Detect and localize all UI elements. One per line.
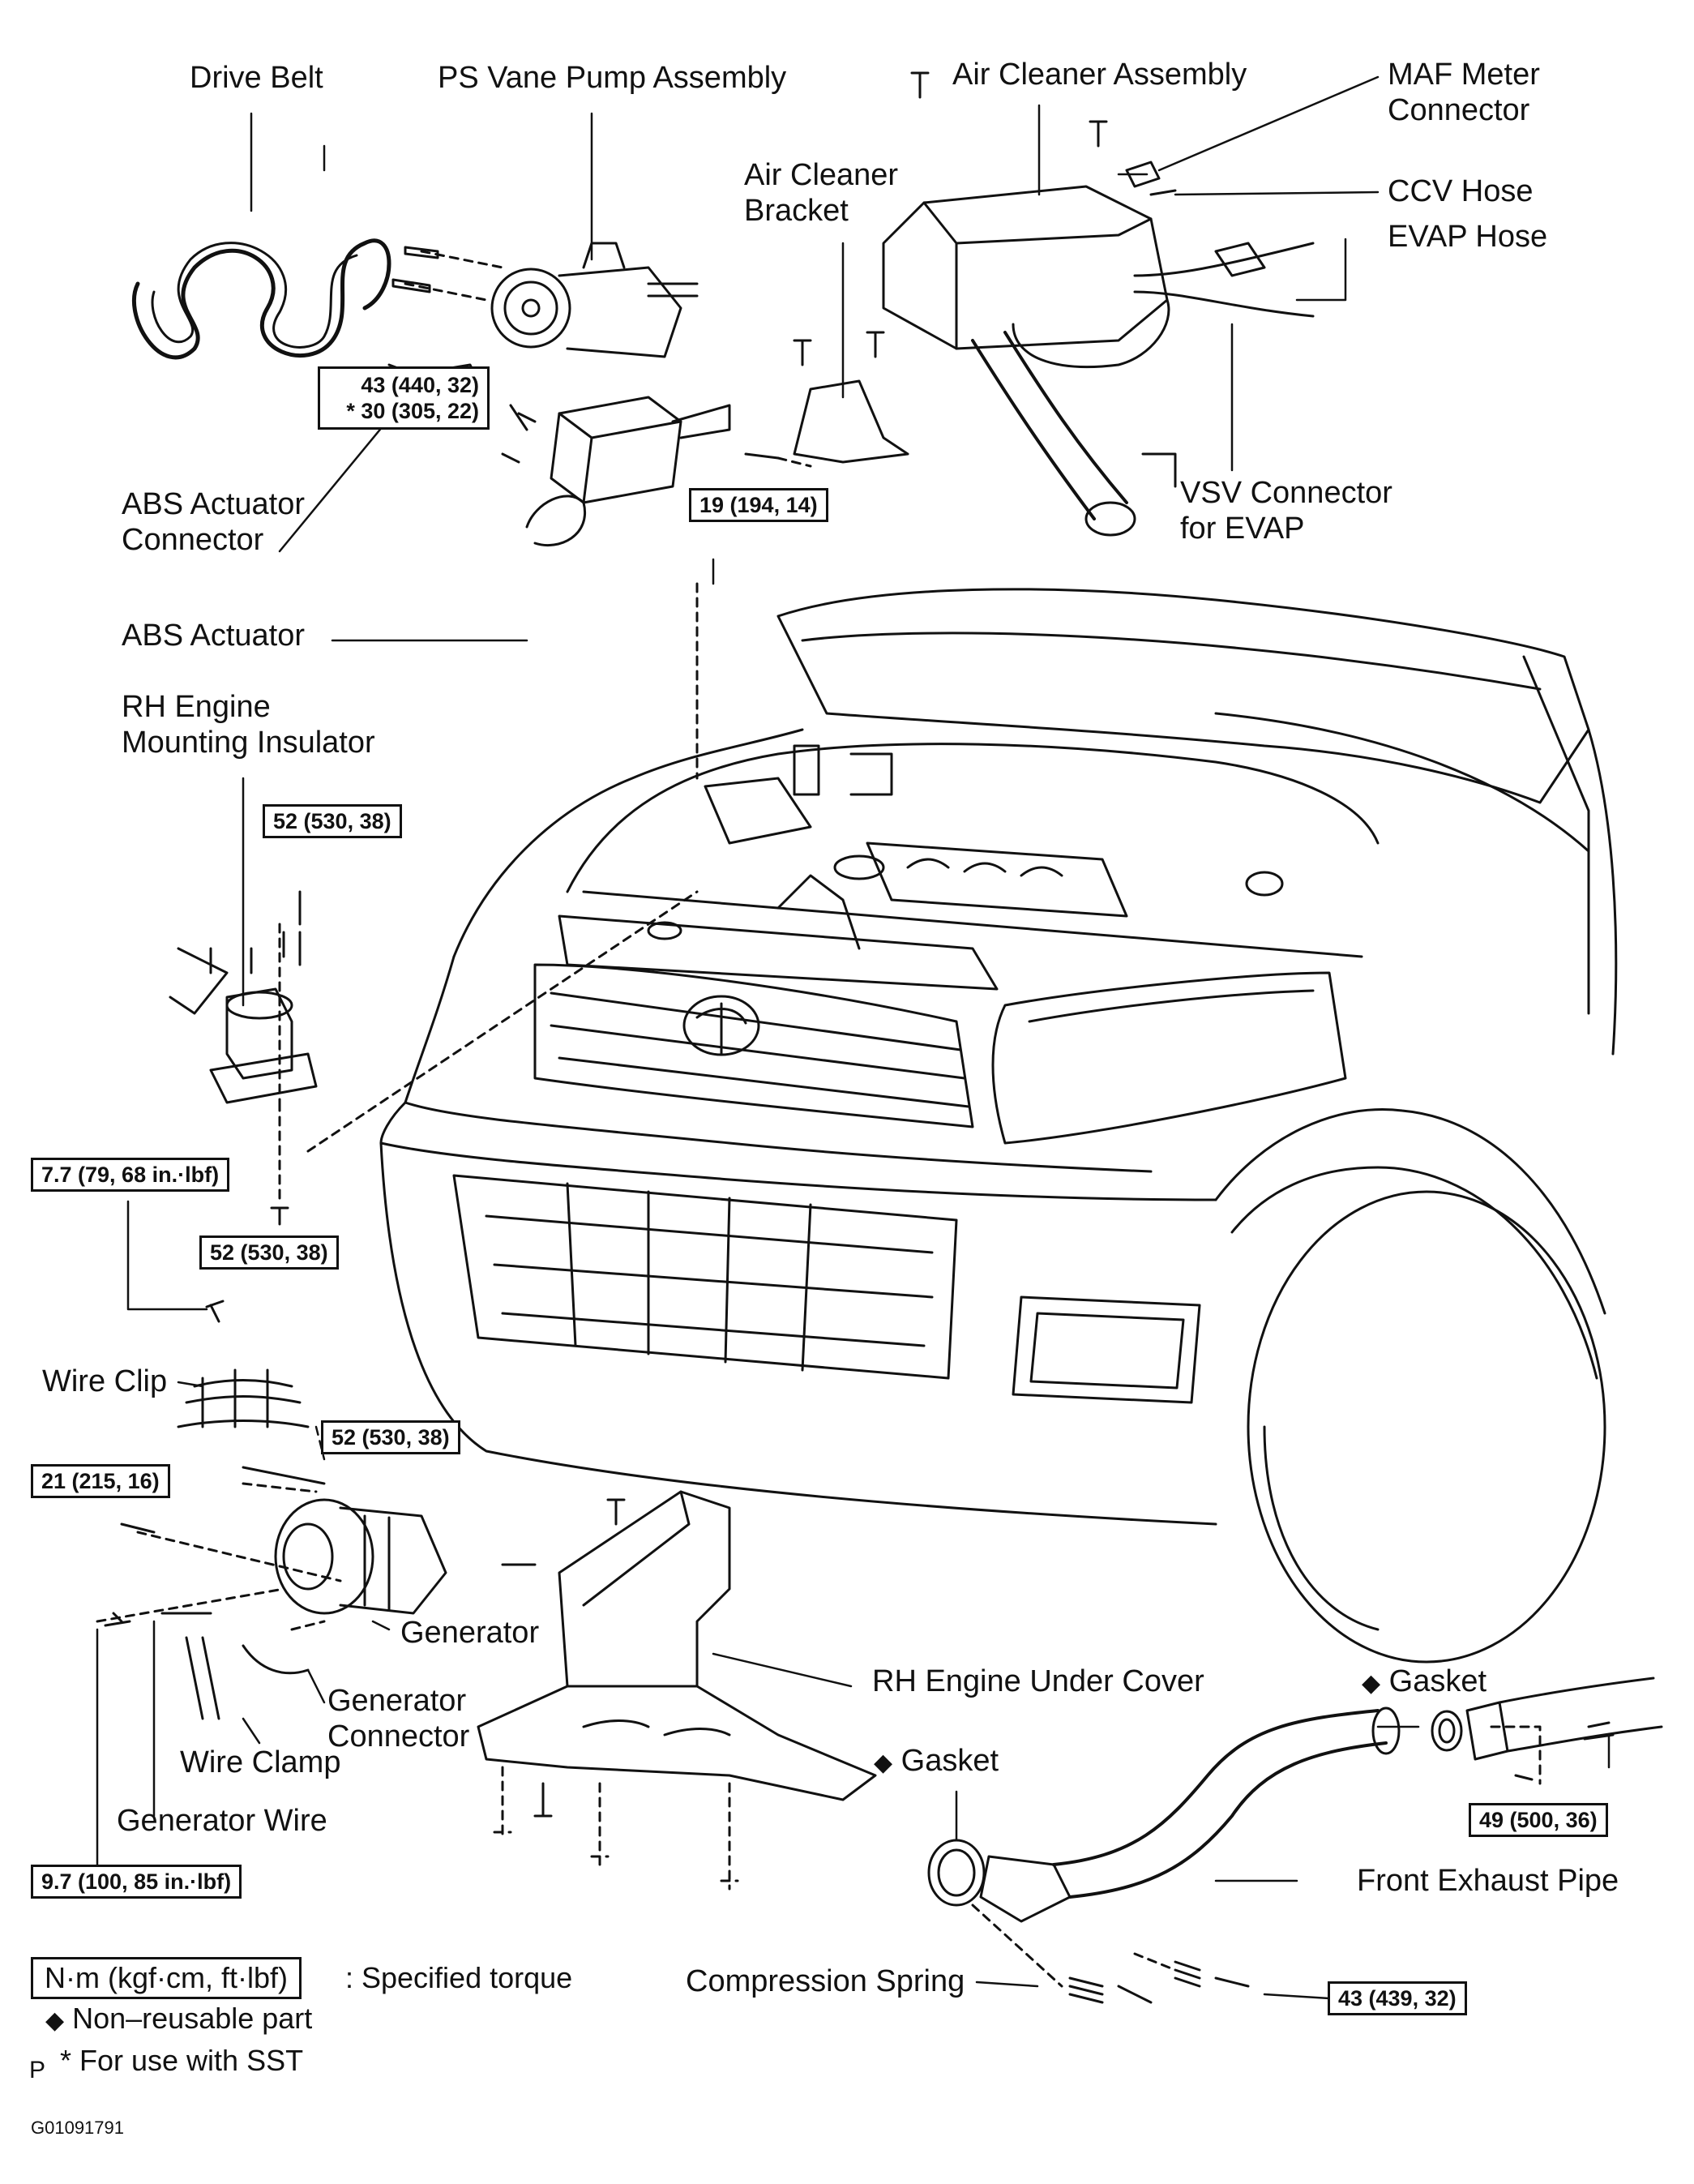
label-wire-clamp: Wire Clamp — [180, 1745, 341, 1779]
torque-box-abs-bracket: 19 (194, 14) — [689, 488, 828, 522]
torque-box-mount-bolt: 7.7 (79, 68 in.·lbf) — [31, 1158, 230, 1192]
label-bracket-line1: Air Cleaner — [744, 158, 899, 192]
label-generator-wire: Generator Wire — [117, 1804, 327, 1838]
label-drive-belt: Drive Belt — [190, 61, 323, 95]
label-ps-vane-pump: PS Vane Pump Assembly — [438, 61, 787, 95]
label-abs-conn-line1: ABS Actuator — [122, 487, 306, 521]
front-exhaust-pipe-drawing — [927, 1677, 1663, 2004]
torque-box-generator-wire: 9.7 (100, 85 in.·lbf) — [31, 1865, 242, 1899]
rh-engine-mount-drawing — [169, 890, 699, 1226]
torque-box-exhaust-flange: 49 (500, 36) — [1469, 1803, 1608, 1837]
torque-box-generator-bolt: 52 (530, 38) — [321, 1420, 460, 1454]
label-gen-conn-line2: Connector — [327, 1719, 470, 1754]
label-vsv-connector: VSV Connector for EVAP — [1180, 475, 1392, 546]
label-rh-engine-mount: RH Engine Mounting Insulator — [122, 689, 375, 760]
label-maf-line1: MAF Meter — [1388, 58, 1540, 92]
label-rh-engine-under-cover: RH Engine Under Cover — [872, 1664, 1204, 1698]
label-rh-mount-line2: Mounting Insulator — [122, 726, 375, 760]
label-abs-actuator-connector: ABS Actuator Connector — [122, 486, 305, 558]
torque-pump-line2: * 30 (305, 22) — [346, 399, 479, 423]
legend-torque-description: : Specified torque — [345, 1961, 573, 1994]
legend-torque-box: N·m (kgf·cm, ft·lbf) — [31, 1957, 302, 1999]
label-generator-connector: Generator Connector — [327, 1683, 469, 1754]
label-abs-conn-line2: Connector — [122, 523, 264, 557]
label-evap-hose: EVAP Hose — [1388, 220, 1548, 254]
ps-vane-pump-drawing — [391, 242, 699, 358]
diamond-icon: ◆ — [45, 2007, 65, 2034]
torque-box-mount-top: 52 (530, 38) — [263, 804, 402, 838]
label-compression-spring: Compression Spring — [686, 1964, 965, 1998]
legend-sst-note: * For use with SST — [60, 2044, 304, 2077]
rh-engine-under-cover-drawing — [477, 1490, 877, 1891]
label-air-cleaner-bracket: Air Cleaner Bracket — [744, 157, 898, 229]
generator-drawing — [96, 1466, 447, 1720]
figure-id: G01091791 — [31, 2118, 124, 2138]
label-rh-mount-line1: RH Engine — [122, 690, 271, 724]
label-maf-meter-connector: MAF Meter Connector — [1388, 57, 1540, 128]
label-ccv-hose: CCV Hose — [1388, 174, 1534, 208]
torque-box-exhaust-bolts: 43 (439, 32) — [1328, 1981, 1467, 2015]
torque-box-generator-lower: 21 (215, 16) — [31, 1464, 170, 1498]
label-front-exhaust-pipe: Front Exhaust Pipe — [1357, 1864, 1619, 1898]
gasket-right-text: Gasket — [1388, 1664, 1487, 1698]
drive-belt-drawing — [131, 238, 391, 360]
diamond-icon: ◆ — [1362, 1670, 1381, 1697]
legend-p-mark: P — [29, 2057, 46, 2083]
diamond-icon: ◆ — [874, 1749, 893, 1776]
legend-non-reusable: ◆ Non–reusable part — [45, 2001, 312, 2039]
label-gen-conn-line1: Generator — [327, 1684, 467, 1718]
air-cleaner-assembly-drawing — [793, 71, 1315, 537]
label-vsv-line1: VSV Connector — [1180, 476, 1392, 510]
label-gasket-right: ◆ Gasket — [1362, 1664, 1487, 1702]
label-wire-clip: Wire Clip — [42, 1364, 168, 1398]
label-gasket-left: ◆ Gasket — [874, 1743, 999, 1781]
wire-clip-drawing — [177, 1300, 310, 1428]
label-generator: Generator — [400, 1616, 540, 1650]
torque-pump-line1: 43 (440, 32) — [361, 373, 479, 397]
torque-box-mount-nut: 52 (530, 38) — [199, 1235, 339, 1270]
label-maf-line2: Connector — [1388, 93, 1530, 127]
label-bracket-line2: Bracket — [744, 194, 849, 228]
gasket-left-text: Gasket — [900, 1744, 999, 1778]
label-abs-actuator: ABS Actuator — [122, 619, 306, 653]
label-vsv-line2: for EVAP — [1180, 512, 1305, 546]
leader-lines — [96, 75, 1611, 2000]
label-air-cleaner-assembly: Air Cleaner Assembly — [952, 58, 1247, 92]
vehicle-body — [379, 588, 1618, 1664]
legend-non-reusable-text: Non–reusable part — [72, 2002, 313, 2035]
torque-box-pump: 43 (440, 32) * 30 (305, 22) — [318, 366, 490, 430]
